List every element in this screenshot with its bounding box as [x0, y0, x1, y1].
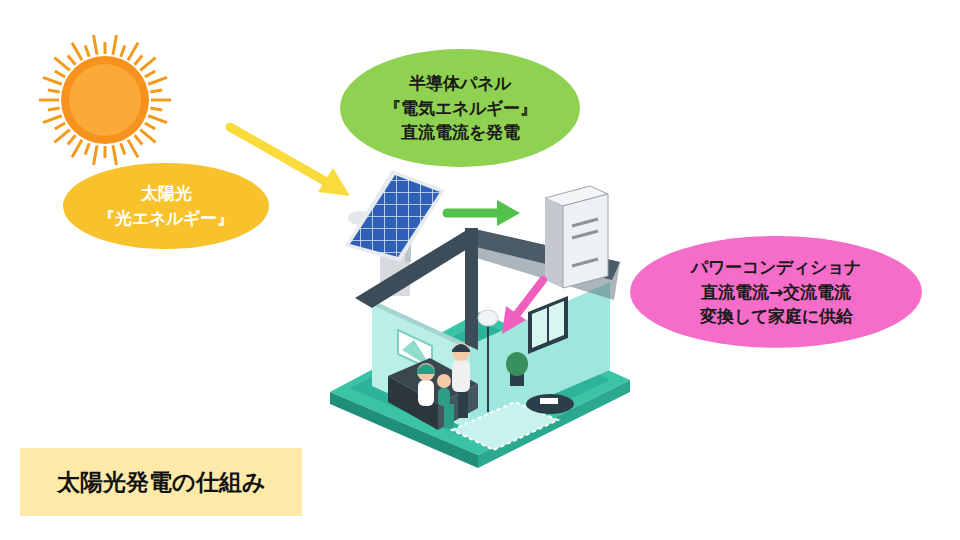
sun-ray [54, 58, 69, 71]
sun-ray [140, 58, 155, 71]
sun-ray [94, 35, 97, 55]
ellipse-fill [630, 236, 922, 348]
sun-ray [48, 108, 60, 110]
sun-ray [104, 146, 107, 158]
dc-arrow [447, 200, 520, 226]
ac-arrow [502, 280, 543, 334]
sun-ray [148, 116, 167, 123]
ellipse-shape [63, 163, 269, 249]
sun-ray [148, 77, 167, 84]
title-box: 太陽光発電の仕組み [20, 448, 302, 516]
sun-ray [113, 35, 116, 55]
power-conditioner [545, 186, 608, 288]
ellipse-label: パワーコンディショナ 直流電流→交流電流 変換して家庭に供給 [689, 255, 863, 329]
sun-ray [135, 135, 143, 144]
sun-ray [145, 123, 155, 129]
sun-ray [145, 71, 155, 77]
sun-ray [68, 135, 76, 144]
sun-ray [151, 99, 171, 102]
sun-ray [128, 140, 138, 157]
sun-ray [150, 108, 162, 110]
sun-ray [72, 140, 82, 157]
sun-ray [128, 43, 138, 60]
ellipse-label: 半導体パネル 『電気エネルギー』 直流電流を発電 [382, 71, 539, 145]
sun-ray [48, 90, 60, 92]
title: 太陽光発電の仕組み [57, 467, 266, 498]
sun-ray [140, 130, 155, 143]
panel-ellipse: 半導体パネル 『電気エネルギー』 直流電流を発電 [340, 49, 580, 167]
sun-ray [85, 143, 89, 154]
sun-ray [54, 130, 69, 143]
sun-ray [113, 145, 116, 165]
sun-ray [39, 99, 59, 102]
sun-ray [85, 45, 89, 56]
sun-ray [43, 116, 62, 123]
ellipse-fill [63, 163, 269, 249]
sun-ray [135, 56, 143, 65]
sun-ray [55, 71, 65, 77]
sun-ray [72, 43, 82, 60]
sun-ray [150, 90, 162, 92]
inverter-ellipse: パワーコンディショナ 直流電流→交流電流 変換して家庭に供給 [630, 236, 922, 348]
sun-ray [121, 143, 125, 154]
ellipse-fill [340, 49, 580, 167]
sun-ray [94, 145, 97, 165]
sun-ray [121, 45, 125, 56]
sun [39, 35, 171, 165]
sun-ray [55, 123, 65, 129]
solar-panel [345, 170, 445, 262]
sun-ray [43, 77, 62, 84]
sun-ray [68, 56, 76, 65]
sun-ray [104, 42, 107, 54]
sunlight-ellipse: 太陽光 『光エネルギー』 [63, 163, 269, 249]
ellipse-label: 太陽光 『光エネルギー』 [96, 181, 236, 230]
